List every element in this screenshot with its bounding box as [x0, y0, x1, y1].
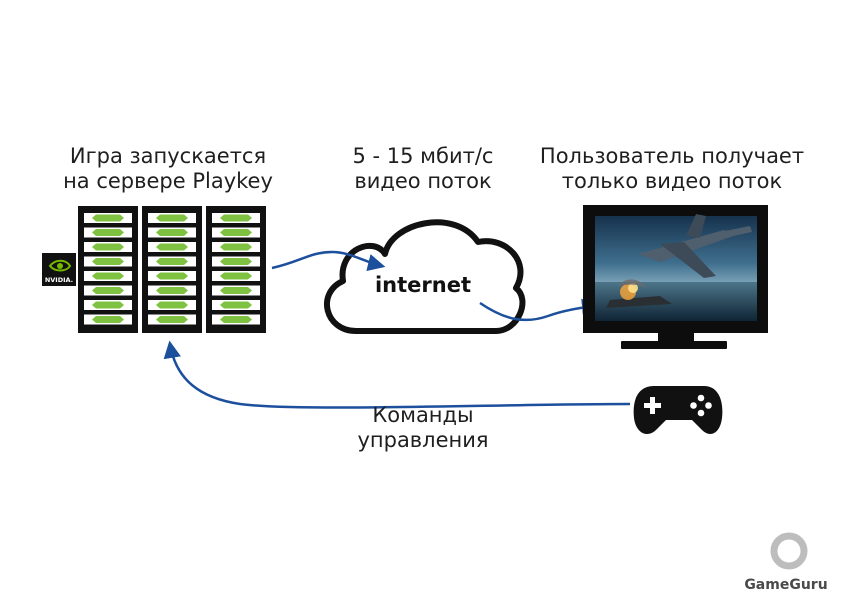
server-label-line2: на сервере Playkey [63, 169, 273, 193]
server-slot-indicator [92, 243, 124, 251]
server-rack-icon [206, 206, 266, 333]
server-rack-icon [142, 206, 202, 333]
server-slot-indicator [92, 258, 124, 265]
controls-label-line2: управления [357, 428, 488, 452]
gamepad-icon [633, 386, 723, 434]
server-slot-indicator [220, 272, 252, 280]
server-slot-indicator [220, 287, 252, 294]
server-slot-indicator [92, 316, 124, 323]
server-slot-indicator [156, 258, 188, 265]
stream-label-line2: видео поток [354, 169, 491, 193]
controls-arrow [163, 340, 631, 409]
server-slot-indicator [220, 214, 252, 222]
server-slot-indicator [156, 272, 188, 280]
server-slot-indicator [156, 229, 188, 236]
server-slot-indicator [156, 316, 188, 323]
server-slot-indicator [220, 229, 252, 236]
server-slot-indicator [220, 301, 252, 309]
user-label-line2: только видео поток [562, 169, 782, 193]
stream-arrow-to-monitor [479, 298, 600, 322]
server-slot-indicator [92, 301, 124, 309]
server-slot-indicator [156, 243, 188, 251]
monitor-icon [583, 205, 768, 349]
server-slot-indicator [220, 316, 252, 323]
server-slot-indicator [92, 229, 124, 236]
gameguru-watermark: GameGuru [744, 577, 827, 593]
user-label-line1: Пользователь получает [540, 144, 804, 168]
server-slot-indicator [92, 272, 124, 280]
controls-label-line1: Команды [372, 403, 473, 427]
server-slot-indicator [156, 301, 188, 309]
server-slot-indicator [220, 243, 252, 251]
server-slot-indicator [156, 287, 188, 294]
cloud-icon [324, 219, 526, 334]
cloud-label: internet [375, 273, 471, 297]
gameguru-logo-icon [770, 532, 808, 570]
stream-arrow-to-cloud [271, 250, 386, 272]
server-rack-icon [78, 206, 138, 333]
server-slot-indicator [156, 214, 188, 222]
stream-label-line1: 5 - 15 мбит/с [353, 144, 494, 168]
server-slot-indicator [220, 258, 252, 265]
server-label-line1: Игра запускается [70, 144, 266, 168]
server-racks [78, 206, 266, 333]
nvidia-badge-text: NVIDIA. [45, 276, 73, 284]
server-slot-indicator [92, 214, 124, 222]
server-slot-indicator [92, 287, 124, 294]
nvidia-logo-icon: NVIDIA. [42, 253, 76, 286]
